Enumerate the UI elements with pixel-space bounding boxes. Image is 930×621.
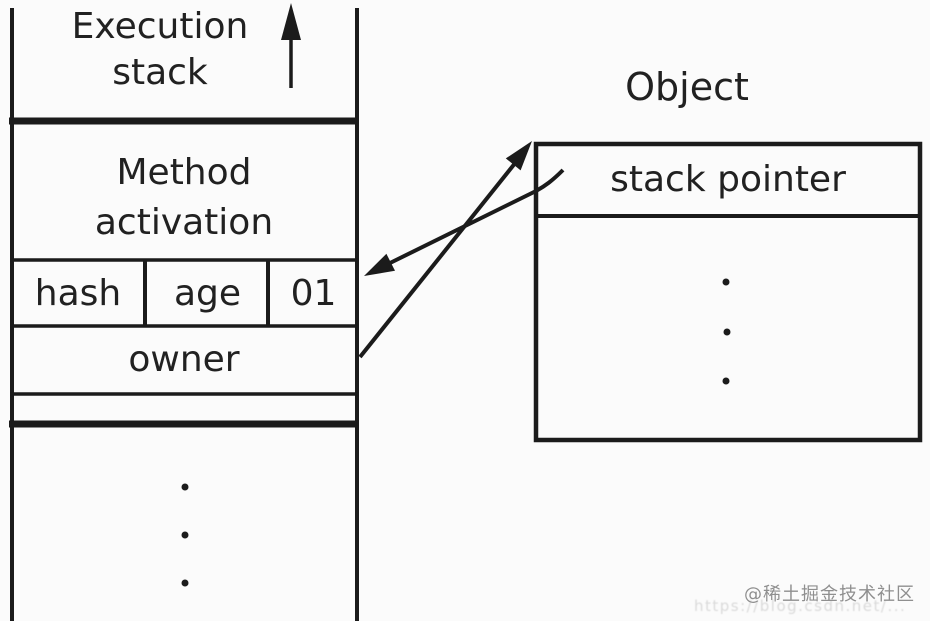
stack-growth-up-arrow [281,3,301,88]
object-box-border [533,141,923,443]
watermark-faint-url: https://blog.csdn.net/... [694,597,907,615]
object-dot [722,278,730,286]
object-ellipsis-dots [722,278,731,385]
watermark-community: @稀土掘金技术社区 [744,584,915,605]
execution-stack-title: Execution stack [71,6,249,93]
age-cell-label: age [173,273,242,314]
stack-dot [181,531,189,539]
arrow-owner-to-object-shaft [358,160,518,359]
object-box-frame [533,141,923,443]
hash-cell-label: hash [34,273,122,314]
object-dot [723,328,731,336]
object-dot [722,377,730,385]
stack-pointer-row-label: stack pointer [610,159,846,200]
object-title: Object [625,65,749,109]
up-arrow-head [281,3,301,40]
execution-stack-frame [9,8,359,621]
arrow-stack-pointer-head [364,253,395,276]
stack-dot [181,483,189,491]
arrow-owner-to-object [358,141,532,359]
arrow-stack-pointer-to-stack [364,168,565,276]
owner-row-label: owner [128,339,240,380]
method-activation-label: Method activation [94,152,274,243]
bits-cell-label: 01 [290,273,337,314]
stack-ellipsis-dots [181,483,189,587]
stack-dot [181,579,189,587]
arrow-stack-pointer-shaft [387,168,565,266]
arrow-owner-to-object-head [505,141,532,171]
